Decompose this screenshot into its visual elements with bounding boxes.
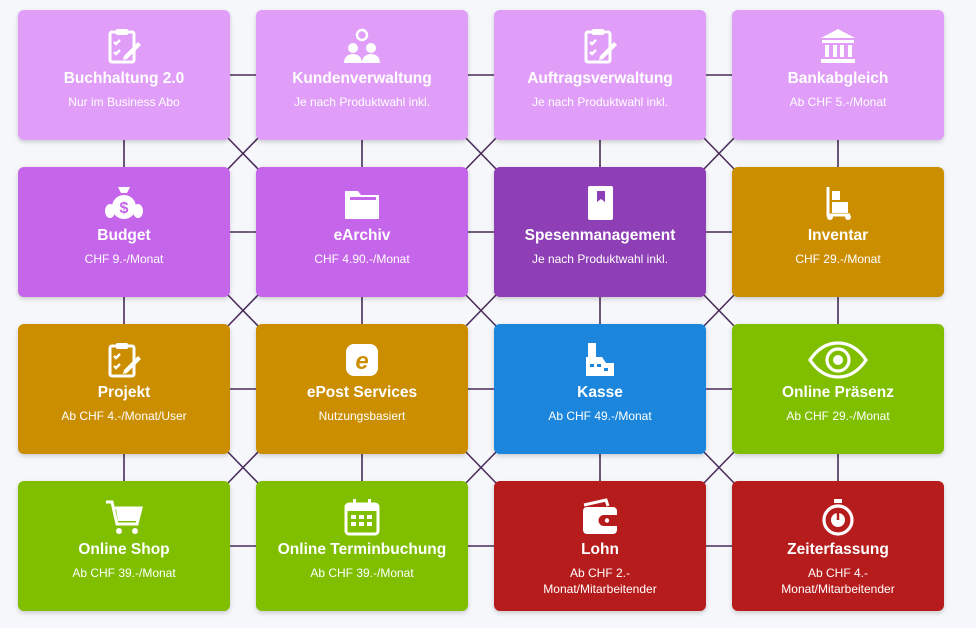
tile-title: ePost Services <box>306 384 418 401</box>
tile-online-shop[interactable]: Online Shop Ab CHF 39.-/Monat <box>18 481 230 611</box>
epost-icon: e <box>256 340 468 380</box>
cash-register-icon <box>494 340 706 380</box>
connector-diagonal <box>225 449 261 486</box>
tile-subtitle: CHF 29.-/Monat <box>795 252 881 266</box>
tile-bankabgleich[interactable]: Bankabgleich Ab CHF 5.-/Monat <box>732 10 944 140</box>
connector-diagonal <box>463 292 499 329</box>
tile-subtitle: Je nach Produktwahl inkl. <box>531 252 669 266</box>
tile-subtitle: Ab CHF 39.-/Monat <box>72 566 176 580</box>
tile-subtitle: Ab CHF 4.- Monat/Mitarbeitender <box>781 566 895 596</box>
tile-title: Auftragsverwaltung <box>527 70 673 87</box>
clipboard-check-icon <box>494 26 706 66</box>
tile-projekt[interactable]: Projekt Ab CHF 4.-/Monat/User <box>18 324 230 454</box>
tile-subtitle: Nur im Business Abo <box>68 95 180 109</box>
tile-title: Online Präsenz <box>782 384 894 401</box>
tile-subtitle: CHF 9.-/Monat <box>84 252 164 266</box>
calendar-icon <box>256 497 468 537</box>
tile-subtitle: Ab CHF 39.-/Monat <box>310 566 414 580</box>
tile-title: Bankabgleich <box>787 70 889 87</box>
tile-title: Budget <box>97 227 151 244</box>
eye-icon <box>732 340 944 380</box>
tile-title: Online Terminbuchung <box>277 541 447 558</box>
tile-online-terminbuchung[interactable]: Online Terminbuchung Ab CHF 39.-/Monat <box>256 481 468 611</box>
tile-kundenverwaltung[interactable]: Kundenverwaltung Je nach Produktwahl inkl… <box>256 10 468 140</box>
tile-title: Online Shop <box>78 541 170 558</box>
tile-title: Spesenmanagement <box>524 227 676 244</box>
tile-spesenmanagement[interactable]: Spesenmanagement Je nach Produktwahl inkl… <box>494 167 706 297</box>
connector-diagonal <box>463 449 499 486</box>
tile-subtitle: Ab CHF 5.-/Monat <box>789 95 887 109</box>
connector-diagonal <box>701 135 737 172</box>
folder-icon <box>256 183 468 223</box>
connector-diagonal <box>701 449 737 486</box>
tile-subtitle: Ab CHF 2.- Monat/Mitarbeitender <box>543 566 657 596</box>
connector-diagonal <box>701 292 737 329</box>
book-icon <box>494 183 706 223</box>
tile-title: Projekt <box>97 384 151 401</box>
tile-subtitle: CHF 4.90.-/Monat <box>314 252 410 266</box>
tile-auftragsverwaltung[interactable]: Auftragsverwaltung Je nach Produktwahl in… <box>494 10 706 140</box>
tile-subtitle: Nutzungsbasiert <box>318 409 406 423</box>
svg-text:e: e <box>355 348 368 375</box>
tile-title: Inventar <box>807 227 869 244</box>
users-icon <box>256 26 468 66</box>
tile-title: Kundenverwaltung <box>292 70 432 87</box>
tile-title: eArchiv <box>333 227 391 244</box>
tile-subtitle: Ab CHF 49.-/Monat <box>548 409 652 423</box>
cart-icon <box>18 497 230 537</box>
tile-title: Zeiterfassung <box>787 541 889 558</box>
wallet-icon <box>494 497 706 537</box>
money-bag-icon: $ <box>18 183 230 223</box>
tile-subtitle: Ab CHF 4.-/Monat/User <box>61 409 187 423</box>
tile-title: Lohn <box>581 541 619 558</box>
connector-diagonal <box>463 135 499 172</box>
bank-icon <box>732 26 944 66</box>
hand-truck-icon <box>732 183 944 223</box>
clipboard-check-icon <box>18 26 230 66</box>
stopwatch-icon <box>732 497 944 537</box>
connector-diagonal <box>225 135 261 172</box>
tile-subtitle: Je nach Produktwahl inkl. <box>293 95 431 109</box>
connector-diagonal <box>225 292 261 329</box>
svg-text:$: $ <box>120 200 129 217</box>
tile-title: Buchhaltung 2.0 <box>63 70 185 87</box>
clipboard-check-icon <box>18 340 230 380</box>
tile-kasse[interactable]: Kasse Ab CHF 49.-/Monat <box>494 324 706 454</box>
tile-subtitle: Je nach Produktwahl inkl. <box>531 95 669 109</box>
tile-title: Kasse <box>577 384 623 401</box>
tile-online-praesenz[interactable]: Online Präsenz Ab CHF 29.-/Monat <box>732 324 944 454</box>
tile-lohn[interactable]: Lohn Ab CHF 2.- Monat/Mitarbeitender <box>494 481 706 611</box>
tile-zeiterfassung[interactable]: Zeiterfassung Ab CHF 4.- Monat/Mitarbeite… <box>732 481 944 611</box>
tile-subtitle: Ab CHF 29.-/Monat <box>786 409 890 423</box>
